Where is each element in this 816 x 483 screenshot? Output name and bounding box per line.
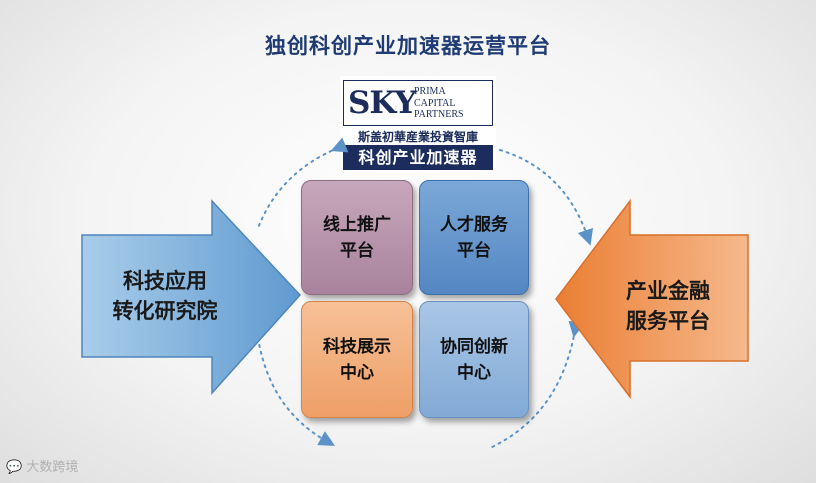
right-arrow-line: 产业金融 [626, 279, 710, 303]
watermark: 💬 大数跨境 [6, 456, 78, 475]
cell-line: 人才服务 [440, 214, 508, 235]
logo-chinese-name: 斯盖初華産業投資智庫 [357, 130, 478, 144]
page-title: 独创科创产业加速器运营平台 [265, 34, 551, 58]
logo-sub-line: CAPITAL [414, 97, 456, 109]
left-arrow [81, 199, 302, 395]
watermark-text: 大数跨境 [26, 460, 79, 475]
cell-line: 科技展示 [323, 336, 391, 357]
logo-subtitle: PRIMA CAPITAL PARTNERS [414, 86, 492, 121]
logo-box: SKY PRIMA CAPITAL PARTNERS [343, 80, 493, 126]
logo-sub-line: PARTNERS [414, 109, 464, 120]
cell-collab-innovation: 协同创新 中心 [419, 301, 529, 418]
cell-line: 平台 [457, 240, 491, 261]
sky-logo: SKY PRIMA CAPITAL PARTNERS 斯盖初華産業投資智庫 科创… [340, 76, 496, 172]
logo-band: 科创产业加速器 [343, 145, 493, 170]
cell-line: 平台 [340, 240, 374, 261]
cell-tech-showcase: 科技展示 中心 [301, 301, 413, 418]
cell-talent-service: 人才服务 平台 [419, 180, 529, 295]
cell-online-promotion: 线上推广 平台 [301, 180, 413, 295]
logo-sub-line: PRIMA [414, 86, 446, 97]
left-arrow-line: 转化研究院 [112, 299, 218, 323]
cell-line: 线上推广 [323, 214, 391, 235]
left-arrow-line: 科技应用 [123, 269, 207, 293]
right-arrow-line: 服务平台 [626, 309, 710, 333]
watermark-icon: 💬 [6, 460, 23, 475]
right-arrow-label: 产业金融 服务平台 [598, 276, 738, 336]
logo-mark: SKY [348, 85, 417, 121]
cell-line: 中心 [457, 362, 491, 383]
left-arrow-label: 科技应用 转化研究院 [90, 266, 240, 326]
cell-line: 协同创新 [440, 336, 508, 357]
cell-line: 中心 [340, 362, 374, 383]
right-arrow [555, 198, 749, 400]
